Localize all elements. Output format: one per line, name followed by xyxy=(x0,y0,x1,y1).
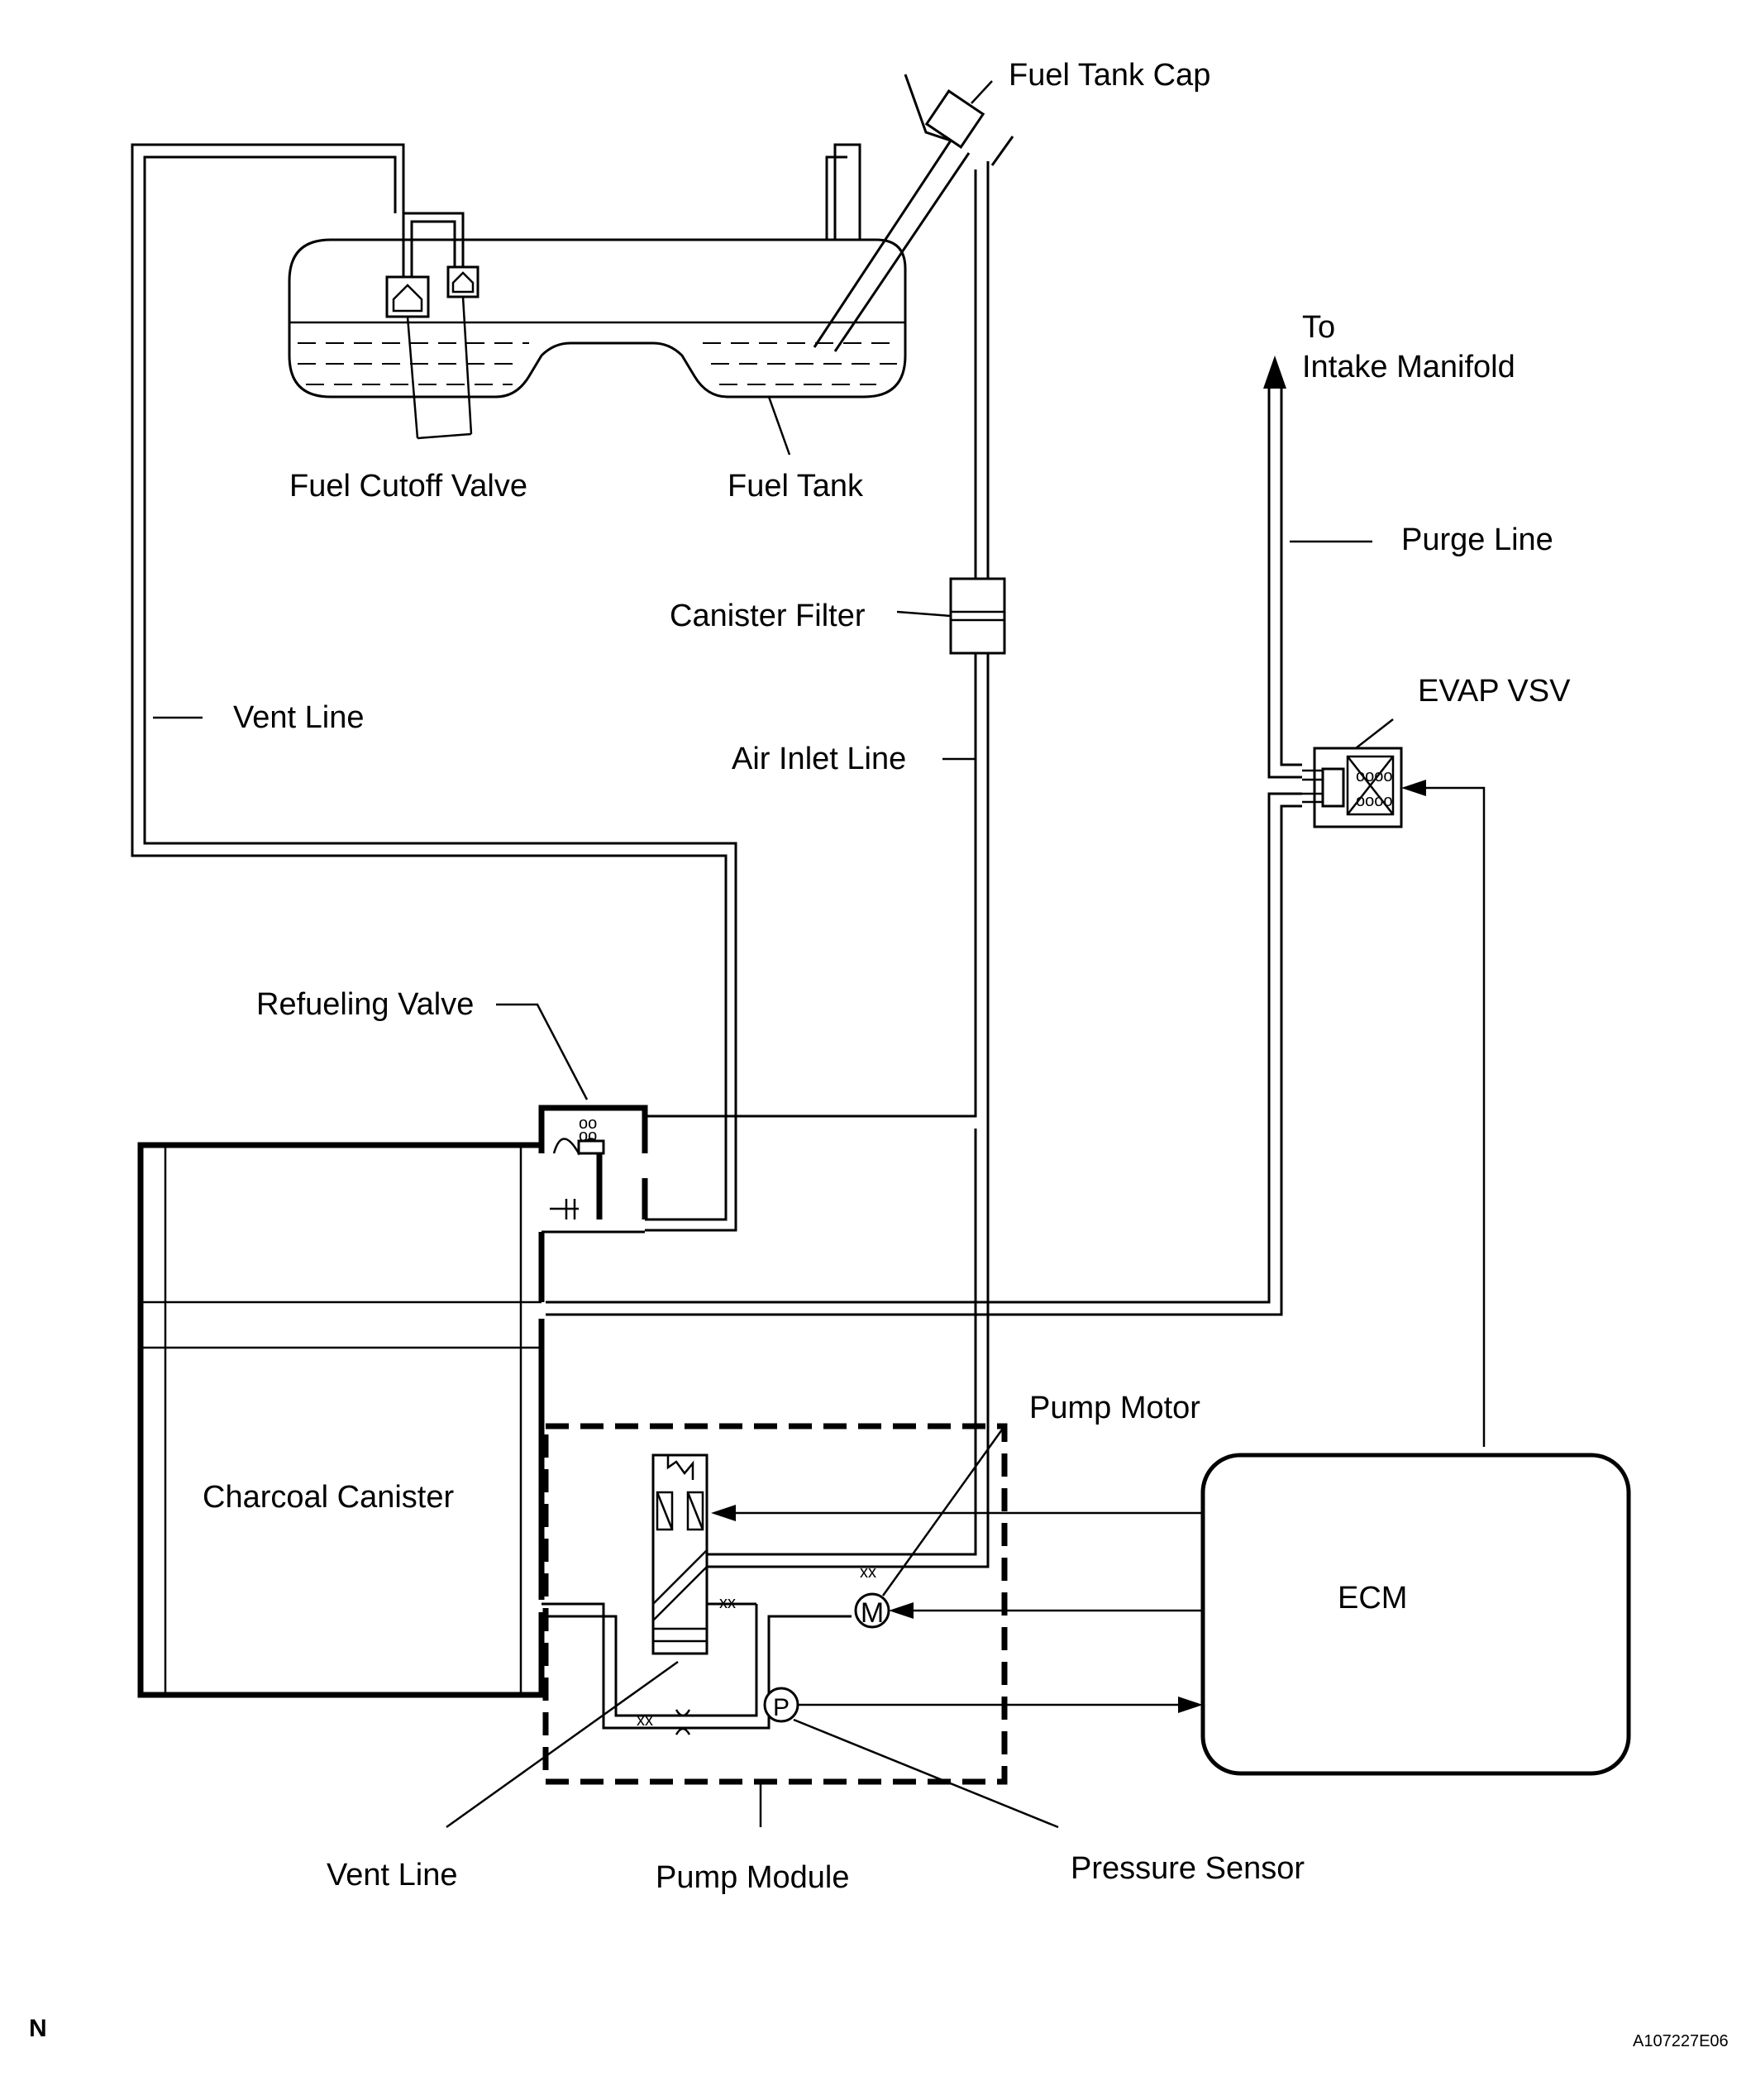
vent-line-top xyxy=(131,143,737,1232)
svg-text:xx: xx xyxy=(719,1594,736,1612)
svg-text:oooo: oooo xyxy=(1356,767,1393,785)
pump-module-label: Pump Module xyxy=(656,1860,849,1895)
svg-text:oo: oo xyxy=(579,1114,597,1133)
pump-motor-label: Pump Motor xyxy=(1029,1391,1200,1425)
evap-vsv: oooo oooo xyxy=(1302,718,1403,828)
air-inlet-line-label: Air Inlet Line xyxy=(732,742,906,776)
intake-manifold-label: Intake Manifold xyxy=(1302,350,1515,384)
fuel-tank-label: Fuel Tank xyxy=(728,469,864,504)
pressure-sensor: P xyxy=(763,1687,1059,1829)
vent-line-bottom-label: Vent Line xyxy=(327,1858,457,1892)
ecm xyxy=(711,1453,1631,1776)
svg-text:xx: xx xyxy=(860,1563,876,1582)
motor-symbol: M xyxy=(861,1597,884,1629)
svg-text:oooo: oooo xyxy=(1356,792,1393,810)
ecm-label: ECM xyxy=(1338,1581,1407,1616)
svg-text:xx: xx xyxy=(637,1711,653,1730)
svg-text:oo: oo xyxy=(579,1127,597,1145)
refueling-valve: oo oo xyxy=(496,1003,648,1219)
fuel-cutoff-valve xyxy=(385,212,479,440)
charcoal-canister xyxy=(137,1142,645,1698)
fuel-tank-cap-label: Fuel Tank Cap xyxy=(1009,58,1210,93)
fuel-cutoff-valve-label: Fuel Cutoff Valve xyxy=(289,469,527,504)
up-arrow-icon xyxy=(1263,356,1286,389)
pump-module: xx xx xx xyxy=(542,1423,1008,1785)
vsv-signal xyxy=(1401,780,1486,1447)
fuel-tank-leader xyxy=(767,396,791,456)
vent-line-top-label: Vent Line xyxy=(233,700,364,735)
fuel-tank xyxy=(288,238,907,399)
fuel-tank-cap xyxy=(924,89,985,149)
pump-motor: M xyxy=(854,1425,1006,1629)
vent-line-bottom-leader xyxy=(446,1660,679,1829)
canister-filter xyxy=(949,577,1006,655)
purge-line xyxy=(546,356,1302,1316)
canister-filter-leader xyxy=(896,610,952,618)
figure-code: A107227E06 xyxy=(1633,2032,1729,2050)
pressure-sensor-label: Pressure Sensor xyxy=(1071,1851,1305,1886)
corner-mark: N xyxy=(29,2015,47,2042)
purge-line-label: Purge Line xyxy=(1401,523,1553,557)
charcoal-canister-label: Charcoal Canister xyxy=(203,1480,454,1515)
pressure-symbol: P xyxy=(773,1694,790,1721)
evap-vsv-label: EVAP VSV xyxy=(1418,674,1571,709)
fuel-tank-filler xyxy=(813,74,1014,352)
to-label: To xyxy=(1302,310,1335,345)
canister-filter-label: Canister Filter xyxy=(670,599,866,633)
refueling-valve-label: Refueling Valve xyxy=(256,987,474,1022)
